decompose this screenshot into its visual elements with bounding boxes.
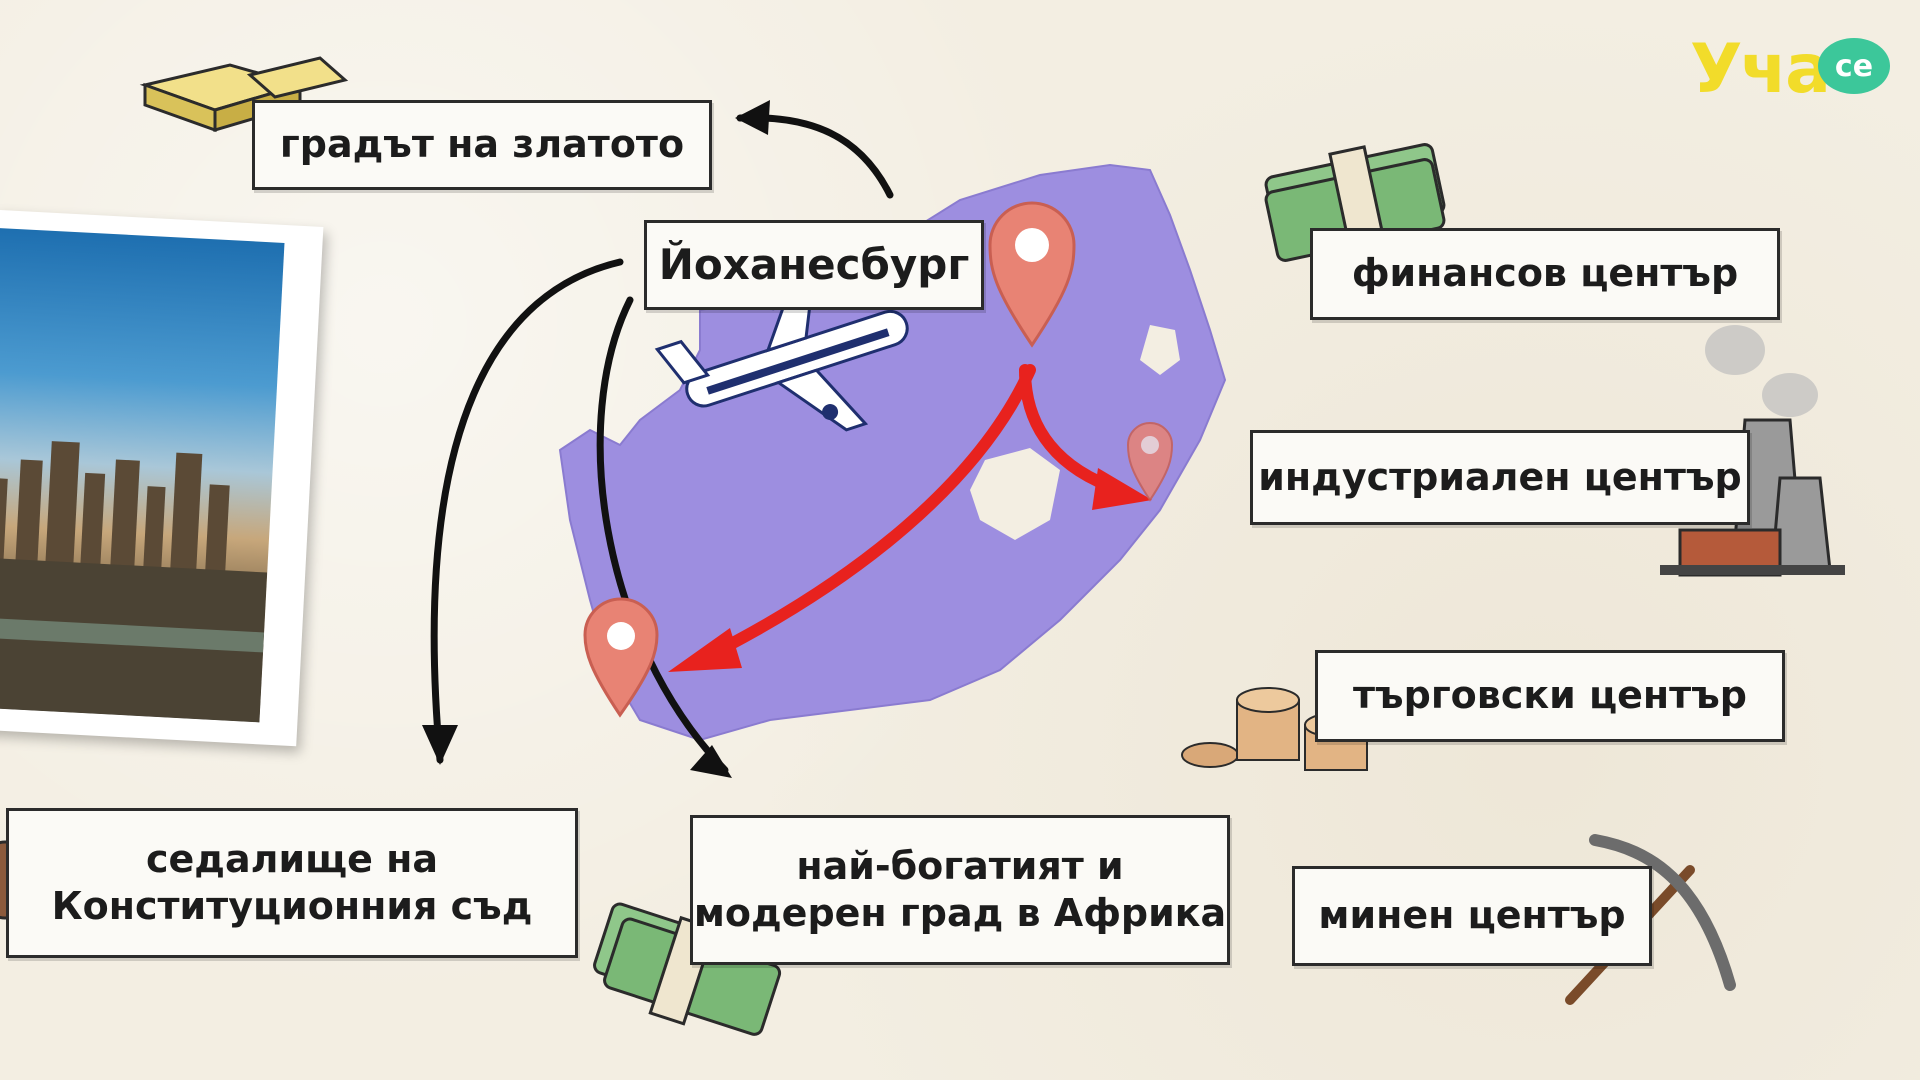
factory-icon	[1660, 325, 1845, 577]
label-court: седалище на Конституционния съд	[6, 808, 578, 958]
arrow-to-court	[430, 258, 624, 764]
court-text-line1: седалище на	[146, 836, 438, 881]
label-finance: финансов център	[1310, 228, 1780, 320]
label-gold-city: градът на златото	[252, 100, 712, 190]
trade-text: търговски център	[1353, 673, 1747, 718]
richest-text-line2: модерен град в Африка	[693, 891, 1227, 935]
brand-logo: Уча	[1690, 30, 1831, 109]
label-trade: търговски център	[1315, 650, 1785, 742]
label-richest: най-богатият и модерен град в Африка	[690, 815, 1230, 965]
red-arrow-west	[694, 364, 1036, 666]
city-name: Йоханесбург	[658, 239, 970, 289]
arrow-to-richest	[596, 296, 729, 774]
logo-badge-text: се	[1834, 48, 1874, 84]
label-mining: минен център	[1292, 866, 1652, 966]
mining-text: минен център	[1318, 893, 1626, 938]
logo-text: Уча	[1690, 30, 1831, 109]
location-pin-icon	[988, 201, 1076, 348]
city-photo	[0, 209, 324, 747]
court-text-line2: Конституционния съд	[51, 884, 533, 928]
industry-text: индустриален център	[1258, 454, 1742, 499]
location-pin-icon	[583, 597, 659, 718]
location-pin-icon	[1126, 422, 1174, 502]
airplane-icon	[654, 264, 909, 432]
logo-badge: се	[1818, 38, 1890, 94]
gold-city-text: градът на златото	[279, 122, 685, 167]
finance-text: финансов център	[1351, 251, 1739, 296]
label-industry: индустриален център	[1250, 430, 1750, 525]
skyline-image	[0, 227, 285, 723]
label-johannesburg: Йоханесбург	[644, 220, 984, 310]
richest-text-line1: най-богатият и	[796, 843, 1124, 888]
